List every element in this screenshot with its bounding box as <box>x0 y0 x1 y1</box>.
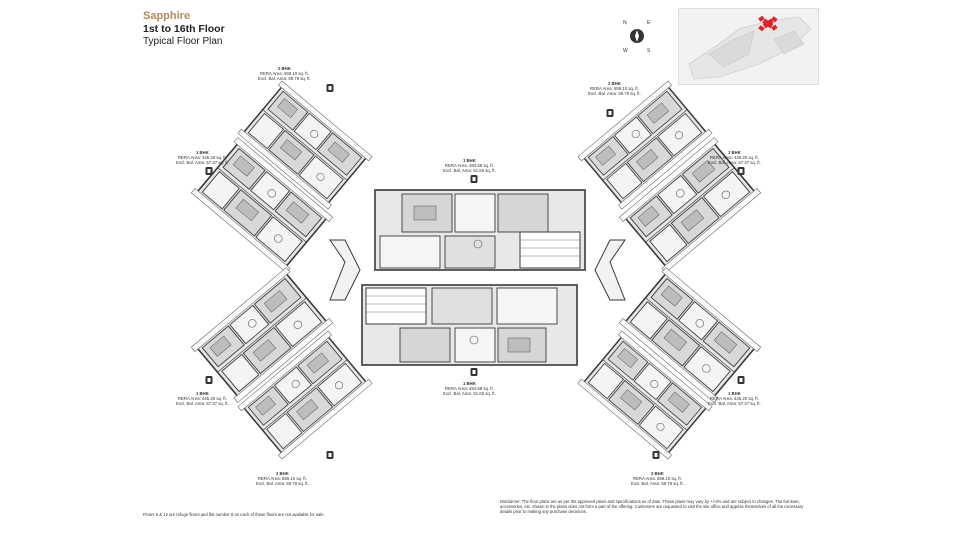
compass-icon: N E W S <box>623 20 651 54</box>
compass-n: N <box>623 20 627 26</box>
highlighted-building <box>758 15 778 32</box>
project-name: Sapphire <box>143 10 191 22</box>
disclaimer-text: Disclaimer: The floor plans are as per t… <box>500 499 804 514</box>
compass-w: W <box>623 48 628 54</box>
plan-type: Typical Floor Plan <box>143 36 223 47</box>
key-plan-map <box>678 8 819 85</box>
refuge-floor-note: Floors 5 & 12 are refuge floors and flat… <box>143 512 325 517</box>
floor-range: 1st to 16th Floor <box>143 23 225 35</box>
compass-s: S <box>647 48 651 54</box>
compass-e: E <box>647 20 651 26</box>
central-unit-bottom <box>361 284 578 366</box>
title-block: Sapphire 1st to 16th Floor Typical Floor… <box>143 10 225 47</box>
central-unit-top <box>374 189 586 271</box>
